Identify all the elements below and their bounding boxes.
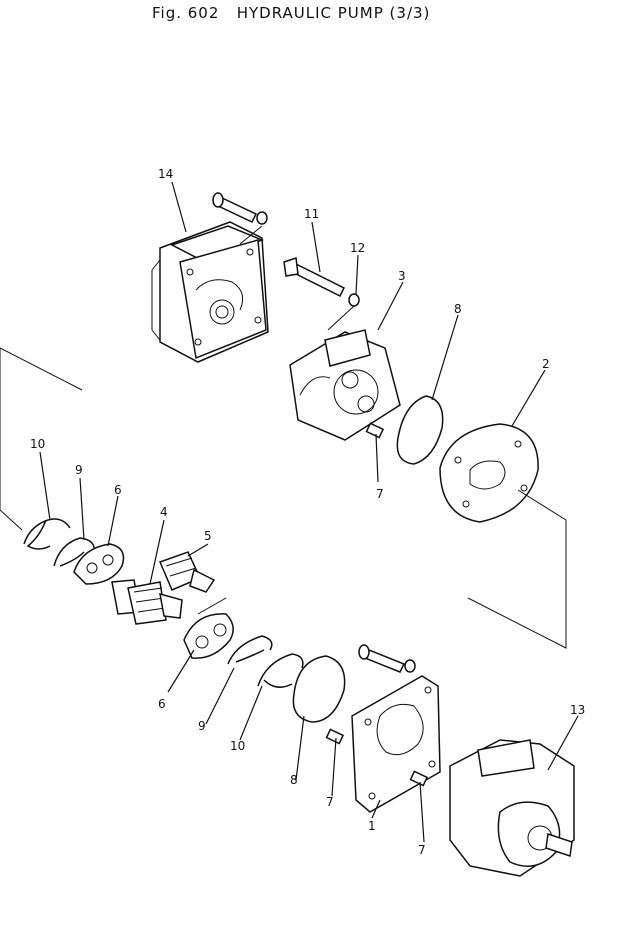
callout-9: 9: [75, 463, 83, 477]
part-9-spring-left: [53, 537, 95, 567]
callout-7: 7: [418, 843, 426, 857]
part-14-rear-cover: [151, 221, 269, 363]
callout-5: 5: [204, 529, 212, 543]
callout-10: 10: [30, 437, 45, 451]
callout-labels: 14 11 12 3 8 2 10 9 6 4 5 7 6 9 10 8 7 1…: [30, 167, 585, 857]
bolt-top: [212, 192, 268, 245]
callout-3: 3: [398, 269, 406, 283]
callout-1: 1: [368, 819, 376, 833]
callout-2: 2: [542, 357, 550, 371]
callout-11: 11: [304, 207, 319, 221]
part-9-spring-right: [227, 635, 273, 665]
callout-10: 10: [230, 739, 245, 753]
part-6-plate-right: [183, 613, 234, 659]
part-5-driven-gear: [158, 551, 216, 593]
bolt-bottom: [358, 644, 416, 673]
part-7-pin-mid: [325, 728, 345, 745]
callout-8: 8: [290, 773, 298, 787]
part-2-gear-plate: [439, 423, 539, 523]
callout-6: 6: [114, 483, 122, 497]
callout-14: 14: [158, 167, 173, 181]
callout-4: 4: [160, 505, 168, 519]
part-4-drive-gear: [111, 579, 183, 625]
callout-8: 8: [454, 302, 462, 316]
part-3-body: [289, 329, 401, 441]
callout-12: 12: [350, 241, 365, 255]
part-8-oring-top: [396, 395, 444, 465]
part-12-washer: [348, 293, 360, 307]
part-13-front-housing: [449, 739, 575, 877]
callout-9: 9: [198, 719, 206, 733]
callout-6: 6: [158, 697, 166, 711]
part-10-ring-left: [23, 518, 71, 550]
part-1-front-plate: [351, 675, 441, 813]
part-6-plate-left: [73, 543, 125, 585]
leader-lines: [0, 181, 579, 843]
part-10-ring-right: [257, 653, 304, 688]
callout-7: 7: [326, 795, 334, 809]
callout-13: 13: [570, 703, 585, 717]
part-11-bolt: [283, 256, 346, 298]
part-7-pin-top: [365, 422, 385, 439]
callout-7: 7: [376, 487, 384, 501]
part-8-oring-bottom: [292, 655, 346, 723]
figure-title: Fig. 602 HYDRAULIC PUMP (3/3): [152, 4, 431, 22]
part-7-pin-bottom: [409, 770, 429, 787]
